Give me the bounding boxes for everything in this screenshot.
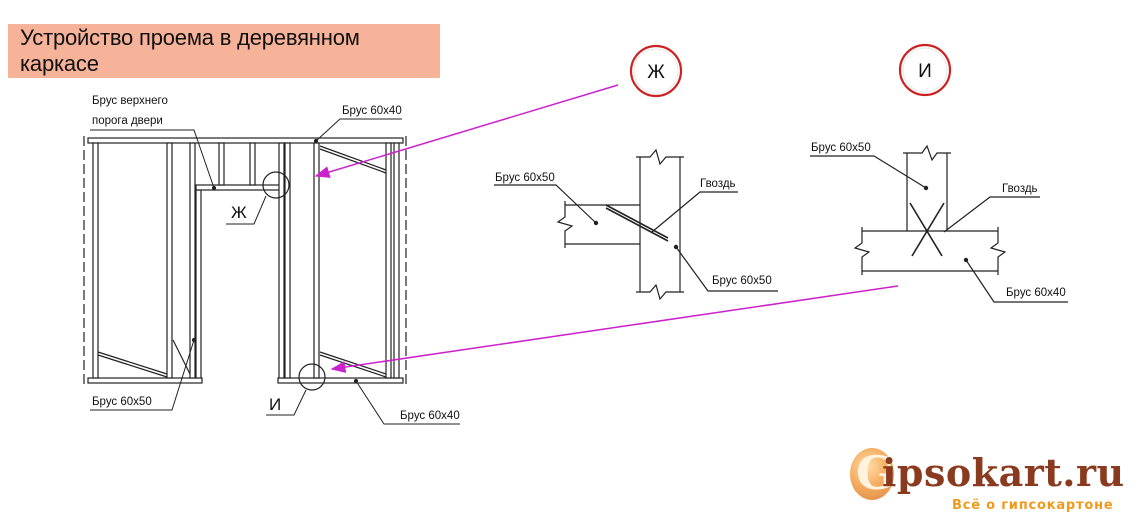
- marker-zh-text: Ж: [647, 62, 665, 83]
- detail-zh-nail-label: Гвоздь: [700, 178, 736, 190]
- detail-zh: [494, 148, 778, 301]
- detail-i-nail-label: Гвоздь: [1002, 183, 1038, 195]
- leader-top-sill: [90, 129, 215, 189]
- logo-g-letter: G: [856, 446, 896, 500]
- detail-i-bottom-label: Брус 60х40: [1006, 287, 1066, 299]
- detail-zh-left-label: Брус 60х50: [495, 172, 555, 184]
- stud-inner: [166, 142, 173, 379]
- leader-left-bottom: [90, 339, 195, 411]
- leader-bottom-beam: [355, 380, 460, 425]
- brace-bottom: [319, 351, 387, 375]
- arrow-to-i: [330, 285, 899, 373]
- top-beam: [87, 137, 404, 144]
- label-top-sill-2: порога двери: [92, 115, 163, 127]
- brace-left-bottom: [97, 351, 168, 375]
- door-head-beam: [195, 184, 285, 191]
- stud-right-a: [385, 142, 392, 379]
- stud-left: [92, 142, 99, 379]
- detail-i: [810, 144, 1068, 303]
- logo-g-circle: [850, 448, 894, 500]
- marker-zh: Ж: [629, 44, 683, 98]
- leader-top-beam: [315, 118, 402, 142]
- label-bottom-beam: Брус 60х40: [400, 410, 460, 422]
- label-top-beam: Брус 60х40: [342, 105, 402, 117]
- label-left-bottom: Брус 60х50: [92, 396, 152, 408]
- bottom-plate-right: [277, 377, 404, 384]
- label-top-sill-1: Брус верхнего: [92, 95, 168, 107]
- detail-zh-circle: [262, 171, 290, 199]
- label-node-zh: Ж: [231, 203, 247, 222]
- marker-i: И: [898, 43, 952, 97]
- leader-zh: [226, 195, 267, 225]
- brace-left-bottom-2: [97, 354, 168, 378]
- label-node-i: И: [269, 395, 281, 414]
- cripple-stud-1: [218, 142, 225, 186]
- bottom-plate-left: [87, 377, 203, 384]
- brace-top-2: [319, 148, 387, 174]
- brace-mid-bottom: [172, 339, 191, 375]
- detail-i-circle: [298, 363, 326, 391]
- logo-main-text: ipsokart.ru: [882, 450, 1125, 495]
- stud-opening-right-a: [278, 142, 285, 379]
- leader-i: [266, 389, 307, 416]
- page-title: Устройство проема в деревянном каркасе: [20, 25, 360, 76]
- marker-i-text: И: [918, 61, 932, 82]
- stud-opening-right-b: [284, 142, 291, 379]
- stud-opening-left-a: [189, 142, 196, 379]
- gipsokart-logo: G ipsokart.ru Всё о гипсокартоне: [848, 446, 1128, 524]
- title-banner: Устройство проема в деревянном каркасе: [8, 24, 440, 78]
- stud-right-b: [393, 142, 400, 379]
- brace-top: [319, 145, 387, 171]
- cripple-stud-2: [249, 142, 256, 186]
- stud-opening-left-b: [195, 189, 202, 379]
- arrow-to-zh: [314, 84, 619, 178]
- logo-subtitle: Всё о гипсокартоне: [952, 498, 1114, 513]
- stud-middle: [313, 142, 320, 379]
- frame-leaders: [90, 118, 460, 425]
- detail-zh-bottom-label: Брус 60х50: [712, 275, 772, 287]
- timber-frame: [83, 136, 407, 391]
- detail-i-top-label: Брус 60х50: [811, 142, 871, 154]
